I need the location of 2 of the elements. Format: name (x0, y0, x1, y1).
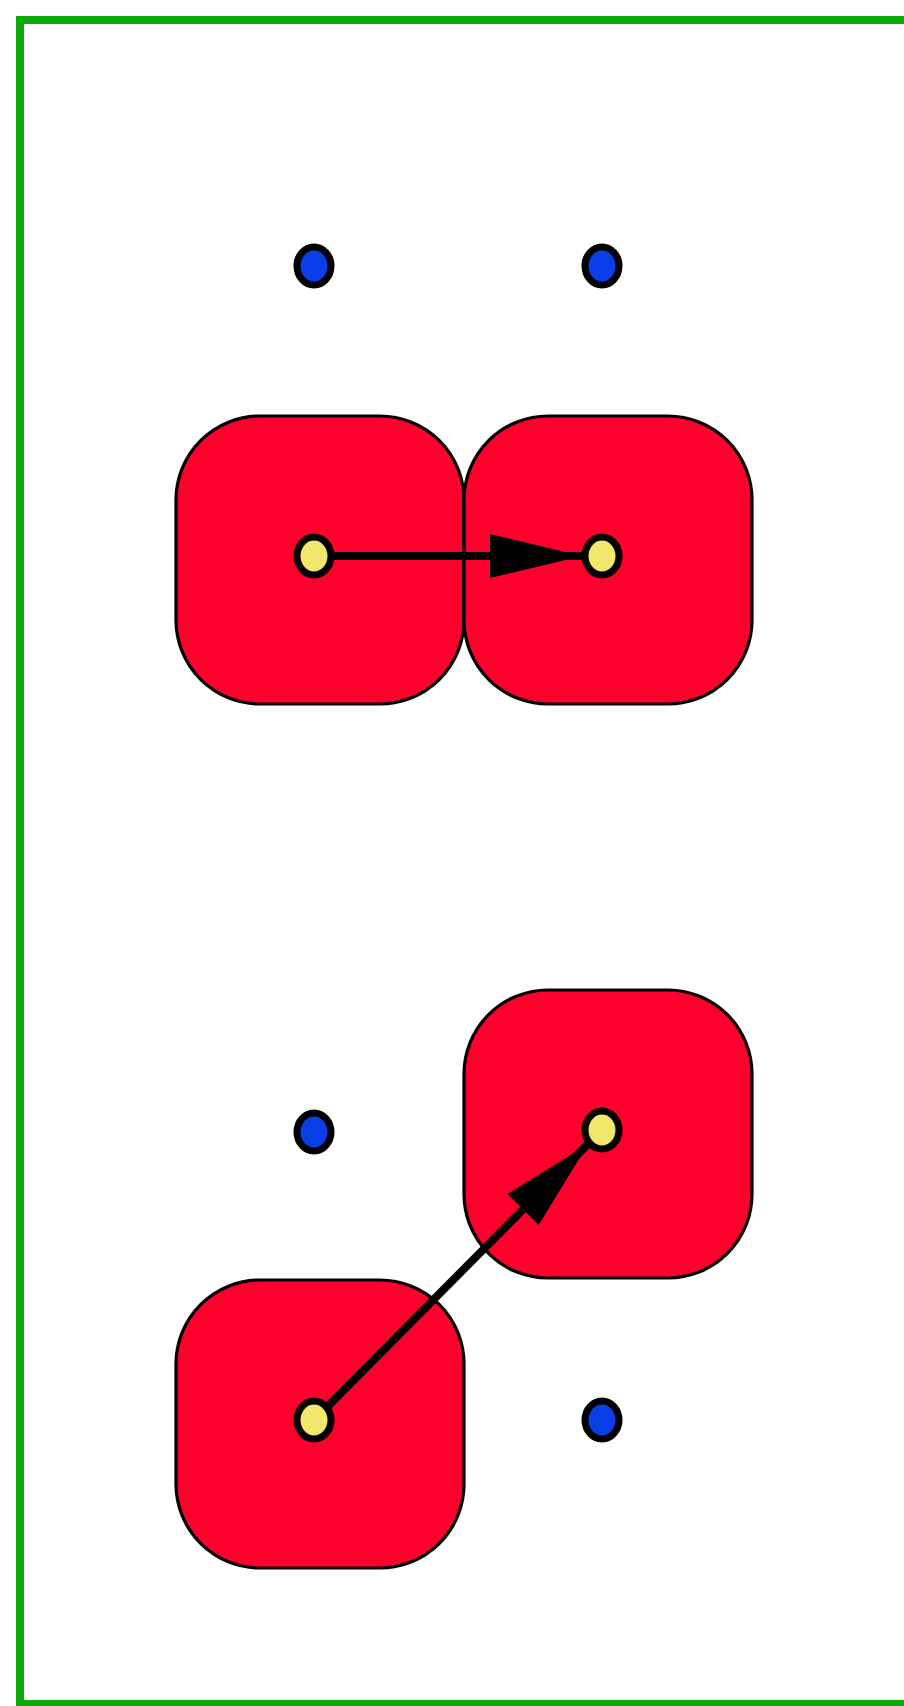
arrow (325, 1141, 591, 1409)
arrow (334, 534, 582, 578)
